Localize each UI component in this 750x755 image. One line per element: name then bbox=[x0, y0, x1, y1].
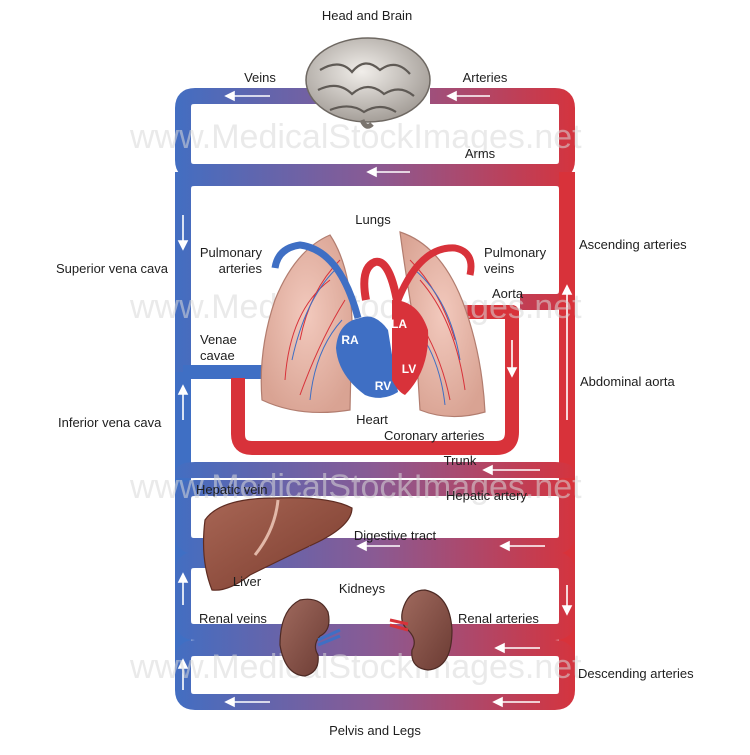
label-trunk: Trunk bbox=[444, 453, 477, 468]
label-hepatic-artery: Hepatic artery bbox=[446, 488, 527, 503]
labels: Head and Brain Veins Arteries Arms Lungs… bbox=[56, 8, 694, 738]
arrow-legs-2 bbox=[492, 696, 540, 708]
arrow-legs-1 bbox=[494, 642, 540, 654]
flow-arrows bbox=[177, 90, 573, 708]
label-descending-arteries: Descending arteries bbox=[578, 666, 694, 681]
kidneys-illustration bbox=[279, 589, 453, 677]
arrow-desc-down bbox=[561, 585, 573, 616]
label-pulmonary-arteries-2: arteries bbox=[219, 261, 263, 276]
arrow-legs-up bbox=[177, 658, 189, 690]
label-arms: Arms bbox=[465, 146, 496, 161]
arrow-hepatic-2 bbox=[434, 510, 470, 522]
heart-left bbox=[392, 300, 429, 395]
arrow-trunk bbox=[482, 464, 540, 476]
arrow-arms bbox=[366, 166, 410, 178]
label-superior-vena-cava: Superior vena cava bbox=[56, 261, 169, 276]
label-veins: Veins bbox=[244, 70, 276, 85]
label-pulmonary-arteries-1: Pulmonary bbox=[200, 245, 263, 260]
lungs-illustration bbox=[260, 231, 486, 418]
arrow-legs-3 bbox=[224, 696, 270, 708]
arrow-asc-up bbox=[561, 284, 573, 420]
watermark-1: www.MedicalStockImages.net bbox=[129, 118, 582, 156]
heart-right bbox=[336, 316, 398, 398]
label-chamber-lv: LV bbox=[402, 362, 416, 376]
arrow-arteries-top bbox=[446, 90, 490, 102]
renal-loop bbox=[175, 552, 575, 640]
arrow-svc-down bbox=[177, 215, 189, 251]
arrow-renal-up bbox=[177, 572, 189, 605]
pelvis-legs-loop bbox=[175, 640, 575, 710]
label-heart: Heart bbox=[356, 412, 388, 427]
label-ascending-arteries: Ascending arteries bbox=[579, 237, 687, 252]
label-coronary-arteries: Coronary arteries bbox=[384, 428, 485, 443]
label-venae-cavae-1: Venae bbox=[200, 332, 237, 347]
left-kidney bbox=[279, 598, 330, 677]
aortic-arch bbox=[360, 257, 404, 321]
arrow-abd-down bbox=[506, 340, 518, 378]
arrow-digestive-1 bbox=[499, 540, 545, 552]
label-pulmonary-veins-2: veins bbox=[484, 261, 515, 276]
watermark-4: www.MedicalStockImages.net bbox=[129, 648, 582, 686]
label-chamber-ra: RA bbox=[341, 333, 359, 347]
label-chamber-rv: RV bbox=[375, 379, 391, 393]
label-aorta: Aorta bbox=[492, 286, 524, 301]
arrow-ivc-up bbox=[177, 384, 189, 420]
label-hepatic-vein: Hepatic vein bbox=[196, 482, 268, 497]
label-liver: Liver bbox=[233, 574, 262, 589]
label-head-brain: Head and Brain bbox=[322, 8, 412, 23]
trunk-loop bbox=[175, 462, 575, 482]
arrow-digestive-2 bbox=[356, 540, 400, 552]
arrow-veins-top bbox=[224, 90, 270, 102]
pulmonary-vein-arc bbox=[394, 244, 475, 302]
pulmonary-artery-arc bbox=[271, 241, 362, 319]
label-abdominal-aorta: Abdominal aorta bbox=[580, 374, 675, 389]
label-kidneys: Kidneys bbox=[339, 581, 386, 596]
label-inferior-vena-cava: Inferior vena cava bbox=[58, 415, 162, 430]
liver-illustration bbox=[202, 497, 353, 591]
right-kidney bbox=[401, 589, 453, 671]
hepatic-loop bbox=[175, 480, 575, 554]
label-lungs: Lungs bbox=[355, 212, 391, 227]
watermark-3: www.MedicalStockImages.net bbox=[129, 468, 582, 506]
arrow-hepatic-1 bbox=[500, 510, 545, 522]
brain-illustration bbox=[305, 37, 431, 129]
label-renal-arteries: Renal arteries bbox=[458, 611, 539, 626]
label-pelvis-legs: Pelvis and Legs bbox=[329, 723, 421, 738]
label-chamber-la: LA bbox=[391, 317, 407, 331]
label-venae-cavae-2: cavae bbox=[200, 348, 235, 363]
label-digestive-tract: Digestive tract bbox=[354, 528, 437, 543]
lungs-loop bbox=[175, 170, 575, 310]
label-pulmonary-veins-1: Pulmonary bbox=[484, 245, 547, 260]
label-arteries: Arteries bbox=[463, 70, 508, 85]
aorta-vessel bbox=[231, 305, 519, 455]
label-renal-veins: Renal veins bbox=[199, 611, 267, 626]
